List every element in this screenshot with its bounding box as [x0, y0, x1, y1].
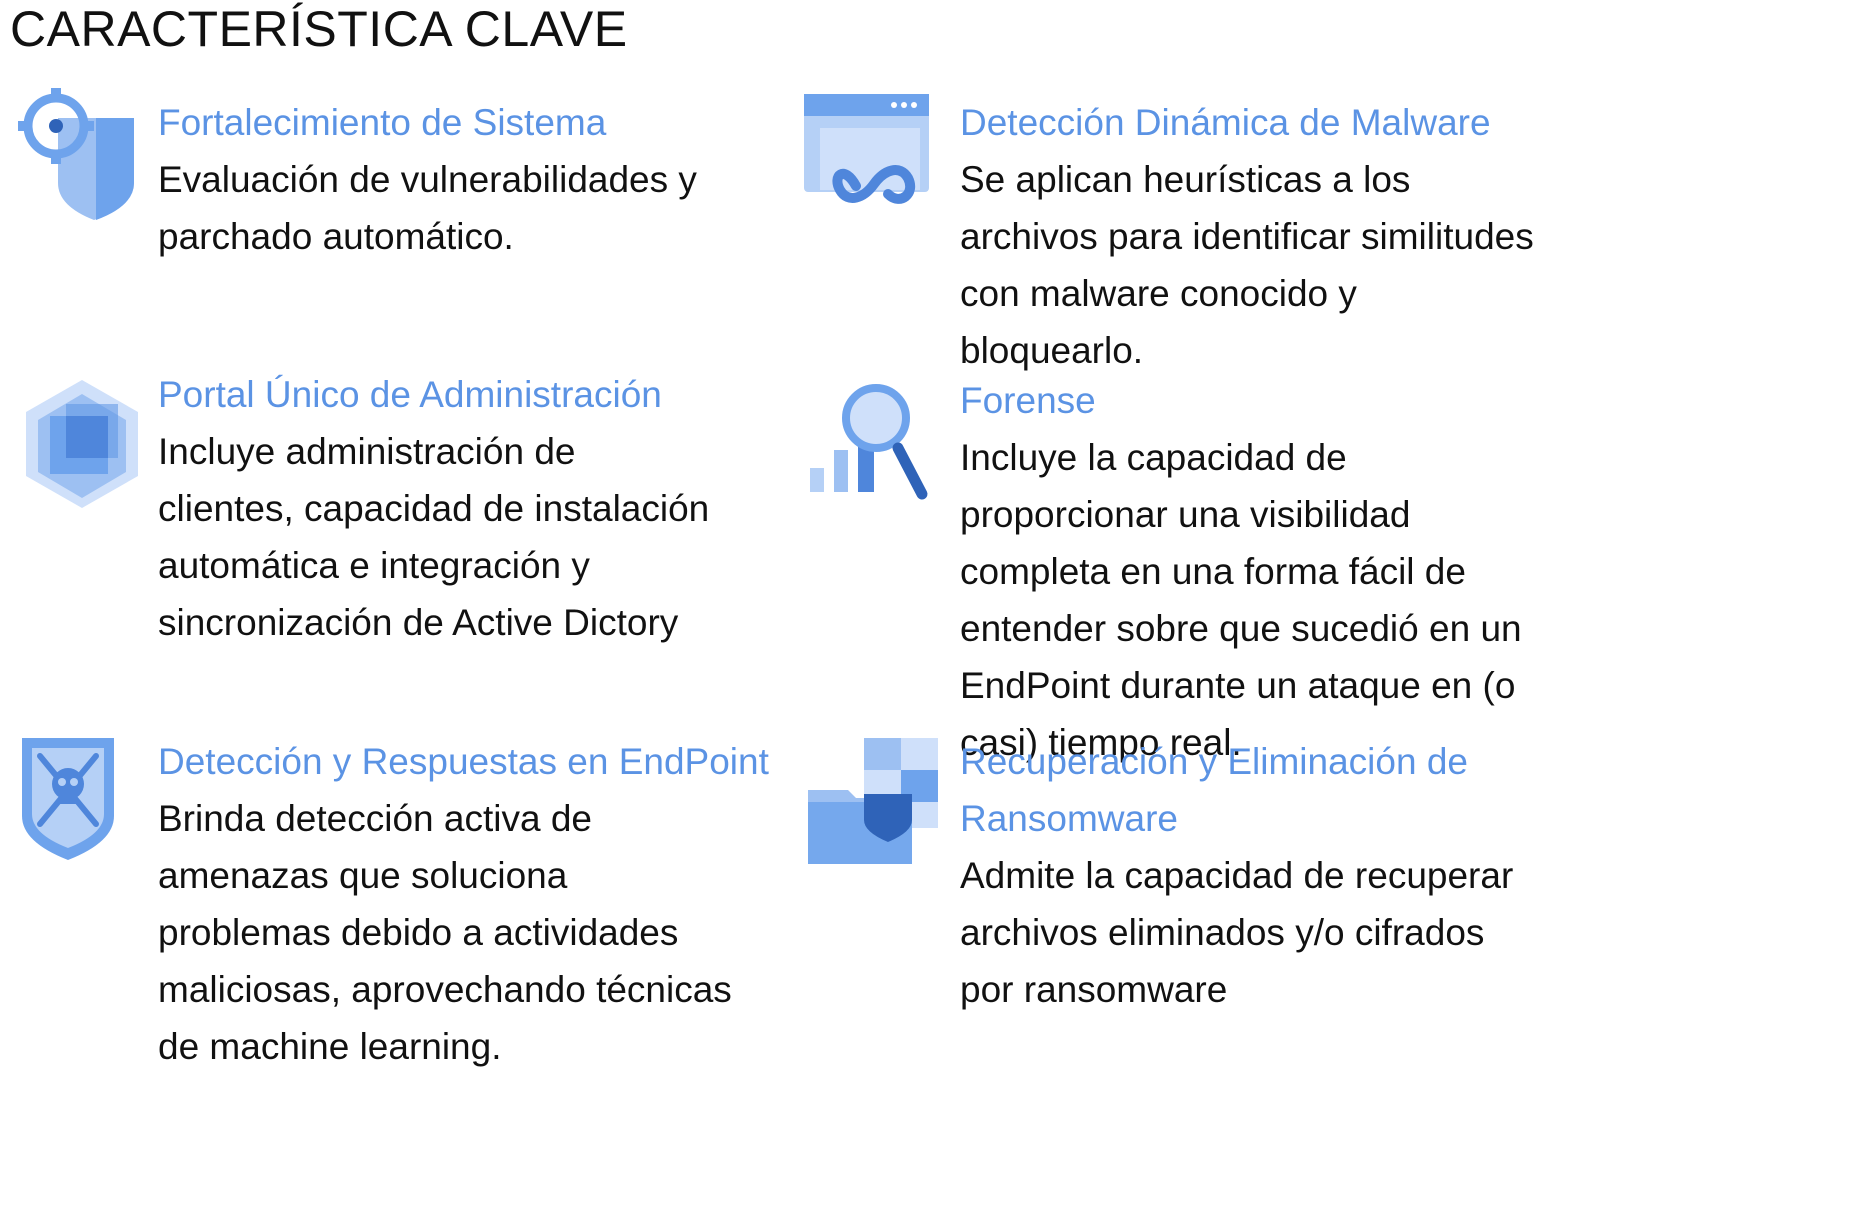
feature-description: Admite la capacidad de recuperar archivo…: [960, 855, 1514, 1010]
feature-title: Recuperación y Eliminación de Ransomware: [960, 741, 1468, 839]
browser-infinity-icon: [804, 94, 939, 214]
feature-title: Fortalecimiento de Sistema: [158, 102, 607, 143]
feature-title: Forense: [960, 380, 1096, 421]
magnifier-chart-icon: [808, 378, 933, 503]
feature-title: Portal Único de Administración: [158, 374, 662, 415]
feature-system-hardening: Fortalecimiento de Sistema Evaluación de…: [0, 0, 900, 300]
folder-shield-icon: [808, 738, 940, 868]
page-title: CARACTERÍSTICA CLAVE: [10, 1, 628, 57]
hexagon-cube-icon: [18, 380, 146, 508]
feature-title: Detección y Respuestas en EndPoint: [158, 741, 769, 782]
feature-forensics: Forense Incluye la capacidad de proporci…: [808, 378, 1522, 763]
feature-description: Incluye administración de clientes, capa…: [158, 431, 710, 643]
feature-description: Se aplican heurísticas a los archivos pa…: [960, 159, 1534, 371]
feature-description: Brinda detección activa de amenazas que …: [158, 798, 732, 1067]
feature-admin-portal: Portal Único de Administración Incluye a…: [0, 0, 900, 650]
feature-dynamic-malware-detection: Detección Dinámica de Malware Se aplican…: [0, 0, 1856, 371]
feature-description: Incluye la capacidad de proporcionar una…: [960, 437, 1522, 763]
feature-description: Evaluación de vulnerabilidades y parchad…: [158, 159, 697, 257]
target-shield-icon: [18, 88, 138, 223]
skull-shield-icon: [22, 738, 117, 863]
feature-endpoint-detection-response: Detección y Respuestas en EndPoint Brind…: [0, 0, 900, 1067]
feature-title: Detección Dinámica de Malware: [960, 102, 1491, 143]
feature-ransomware-recovery: Recuperación y Eliminación de Ransomware…: [808, 738, 1513, 1010]
